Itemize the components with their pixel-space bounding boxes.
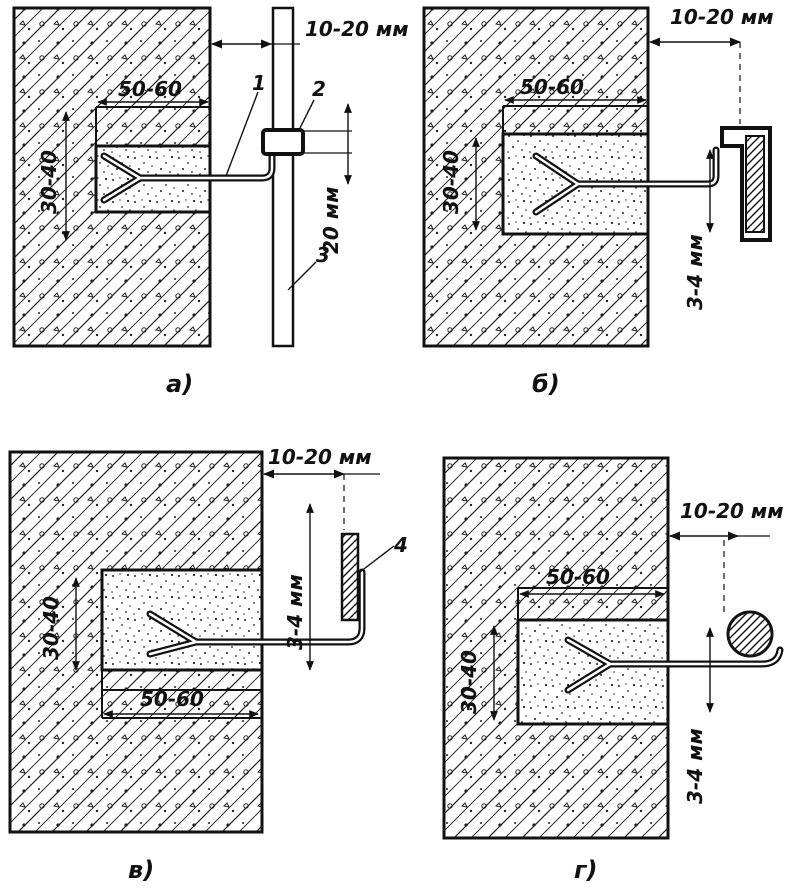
gap-label: 10-20 мм — [670, 5, 774, 29]
callout-4-leader — [359, 545, 395, 573]
callout-2-label: 2 — [312, 77, 326, 101]
callout-3-label: 3 — [316, 243, 330, 267]
gap-label: 10-20 мм — [305, 17, 409, 41]
depth-label: 50-60 — [546, 565, 610, 589]
hatched-profile — [340, 532, 360, 622]
callout-3-leader — [287, 261, 317, 291]
panel-b-caption: б) — [532, 370, 560, 398]
offset-label: 3-4 мм — [283, 574, 307, 650]
gap-label: 10-20 мм — [680, 499, 784, 523]
offset-label: 20 мм — [319, 187, 343, 255]
offset-label: 3-4 мм — [683, 234, 707, 310]
pipe — [271, 6, 295, 348]
panel-a-caption: а) — [166, 370, 193, 398]
panel-g: 10-20 мм 50-60 30-40 3-4 мм г) — [442, 456, 784, 884]
offset-label: 3-4 мм — [683, 728, 707, 804]
height-label: 30-40 — [457, 650, 481, 714]
panel-b: 10-20 мм 50-60 30-40 3-4 мм б) — [422, 5, 774, 398]
panel-v: 10-20 мм 50-60 30-40 3-4 мм 4 в) — [8, 445, 408, 884]
panel-a: 10-20 мм 50-60 30-40 20 мм 1 2 3 а) — [12, 6, 409, 398]
hatched-profile — [745, 135, 765, 233]
height-label: 30-40 — [439, 150, 463, 214]
callout-2-leader — [297, 99, 315, 133]
callout-1-leader — [225, 91, 259, 177]
callout-1-label: 1 — [252, 71, 266, 95]
round-rod — [726, 610, 774, 658]
panel-v-caption: в) — [128, 856, 154, 884]
depth-label: 50-60 — [140, 687, 204, 711]
callout-4-label: 4 — [393, 533, 408, 557]
pipe-clamp — [261, 128, 305, 156]
depth-label: 50-60 — [520, 75, 584, 99]
depth-label: 50-60 — [118, 77, 182, 101]
mortar-socket — [100, 568, 264, 672]
height-label: 30-40 — [37, 150, 61, 214]
panel-g-caption: г) — [574, 856, 598, 884]
gap-label: 10-20 мм — [268, 445, 372, 469]
height-label: 30-40 — [39, 596, 63, 660]
